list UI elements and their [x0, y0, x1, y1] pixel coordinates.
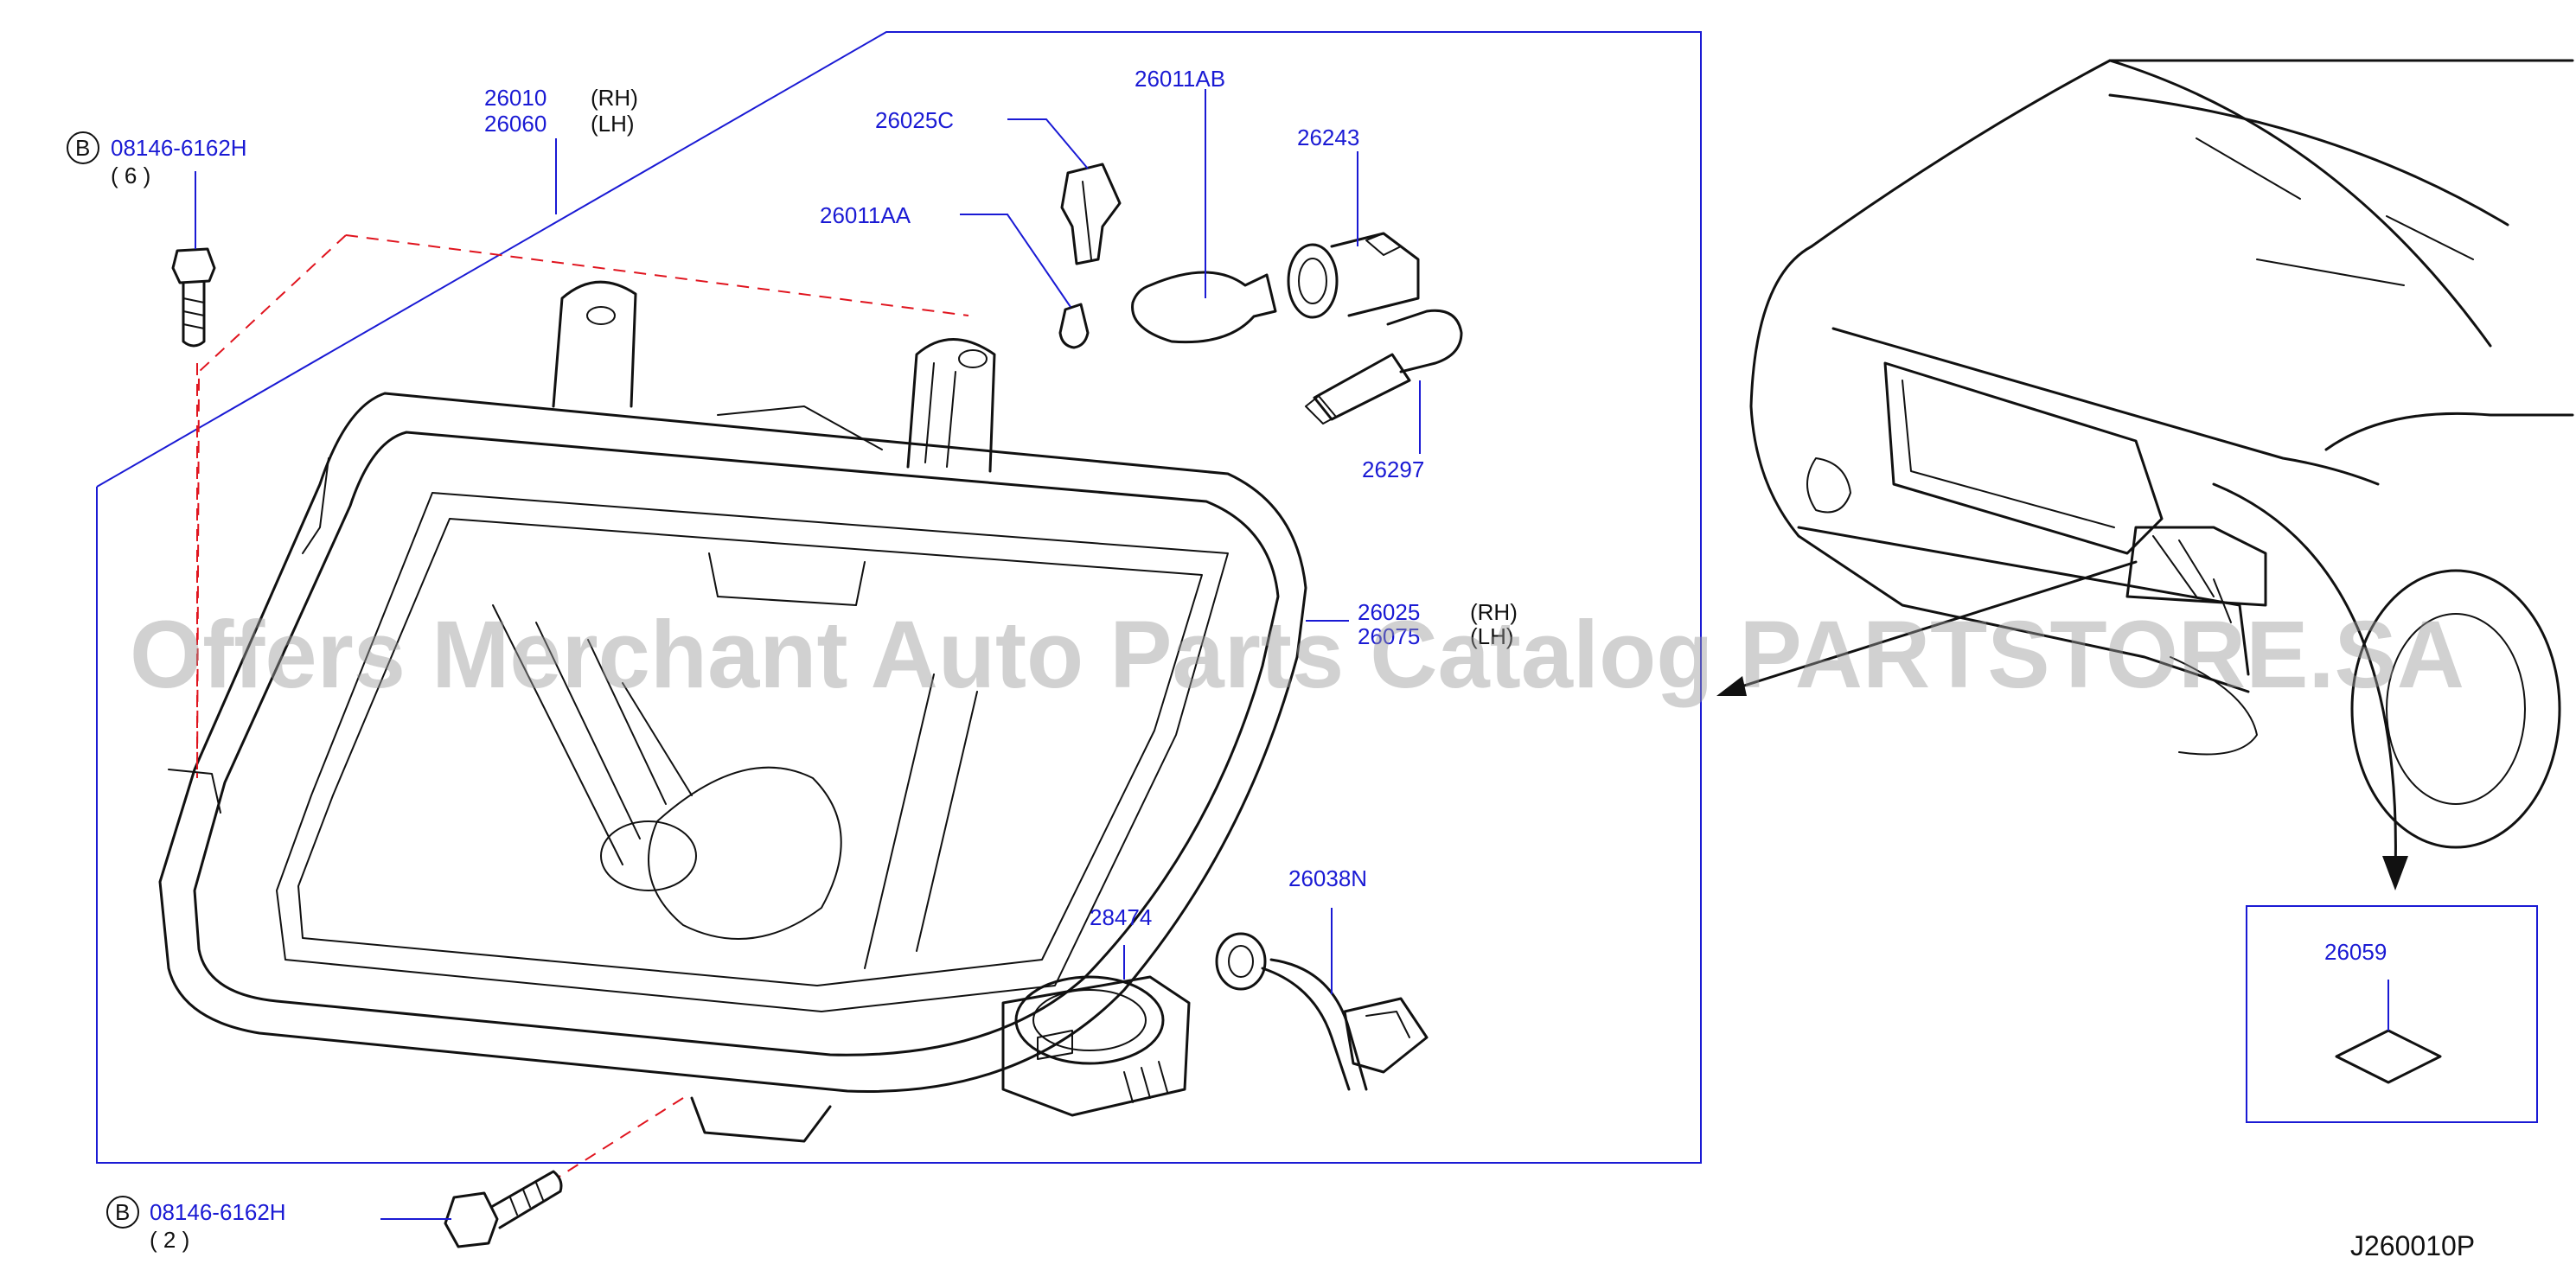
housing-lh-side: (LH) [1470, 623, 1514, 649]
bolt-alignment-line-top [345, 234, 969, 316]
vehicle-location-sketch [1749, 59, 2574, 849]
diagram-reference-code: J260010P [2350, 1230, 2475, 1261]
arrow-to-label [2212, 482, 2397, 875]
housing-lh-code[interactable]: 26075 [1358, 623, 1420, 649]
socket-26243-icon[interactable] [1287, 232, 1420, 319]
bolt-top-marker: B [75, 135, 90, 161]
bolt-alignment-line-bottom [557, 1097, 684, 1178]
headlamp-rh-side: (RH) [591, 85, 638, 111]
bolt-bottom-marker-circle [106, 1196, 139, 1229]
socket-26025c-icon[interactable] [1060, 163, 1122, 265]
housing-rh-side: (RH) [1470, 599, 1518, 625]
part-label-26243[interactable]: 26243 [1297, 124, 1359, 150]
part-label-26297[interactable]: 26297 [1362, 456, 1424, 482]
part-label-26011ab[interactable]: 26011AB [1135, 66, 1225, 92]
bolt-bottom-qty: ( 2 ) [150, 1227, 189, 1253]
leader-26011aa [960, 214, 1071, 308]
bolt-top-icon[interactable] [171, 247, 216, 348]
harness-26038n-icon[interactable] [1215, 932, 1429, 1091]
bolt-bottom-code[interactable]: 08146-6162H [150, 1199, 286, 1225]
bulb-26011aa-icon[interactable] [1058, 303, 1090, 349]
bolt-alignment-line-top-left [196, 234, 347, 779]
watermark-text: Offers Merchant Auto Parts Catalog PARTS… [130, 602, 2464, 708]
headlamp-lh-side: (LH) [591, 111, 635, 137]
bolt-top-code[interactable]: 08146-6162H [111, 135, 247, 161]
label-26059-icon[interactable] [2335, 1029, 2442, 1084]
arrow-to-headlamp [1723, 560, 2138, 693]
part-label-28474[interactable]: 28474 [1090, 904, 1152, 930]
bolt-top-qty: ( 6 ) [111, 163, 150, 188]
arrow-head-down [2382, 856, 2408, 890]
housing-rh-code[interactable]: 26025 [1358, 599, 1420, 625]
ballast-28474-icon[interactable] [1001, 975, 1191, 1117]
part-label-26059[interactable]: 26059 [2324, 939, 2387, 965]
headlamp-assembly[interactable] [158, 280, 1307, 1143]
arrow-head-left [1716, 676, 1747, 696]
part-label-26038n[interactable]: 26038N [1288, 865, 1367, 891]
bolt-bottom-marker: B [115, 1199, 130, 1225]
bulb-26011ab-icon[interactable] [1131, 271, 1277, 344]
bolt-top-marker-circle [67, 131, 99, 164]
headlamp-rh-code[interactable]: 26010 [484, 85, 547, 111]
label-inset-frame [2246, 905, 2538, 1123]
part-label-26011aa[interactable]: 26011AA [820, 202, 911, 228]
bulb-26297-icon[interactable] [1305, 309, 1463, 424]
leader-26025c [1007, 118, 1089, 169]
exploded-view-frame [96, 31, 1702, 1164]
headlamp-lh-code[interactable]: 26060 [484, 111, 547, 137]
bolt-bottom-icon[interactable] [444, 1170, 563, 1248]
part-label-26025c[interactable]: 26025C [875, 107, 954, 133]
